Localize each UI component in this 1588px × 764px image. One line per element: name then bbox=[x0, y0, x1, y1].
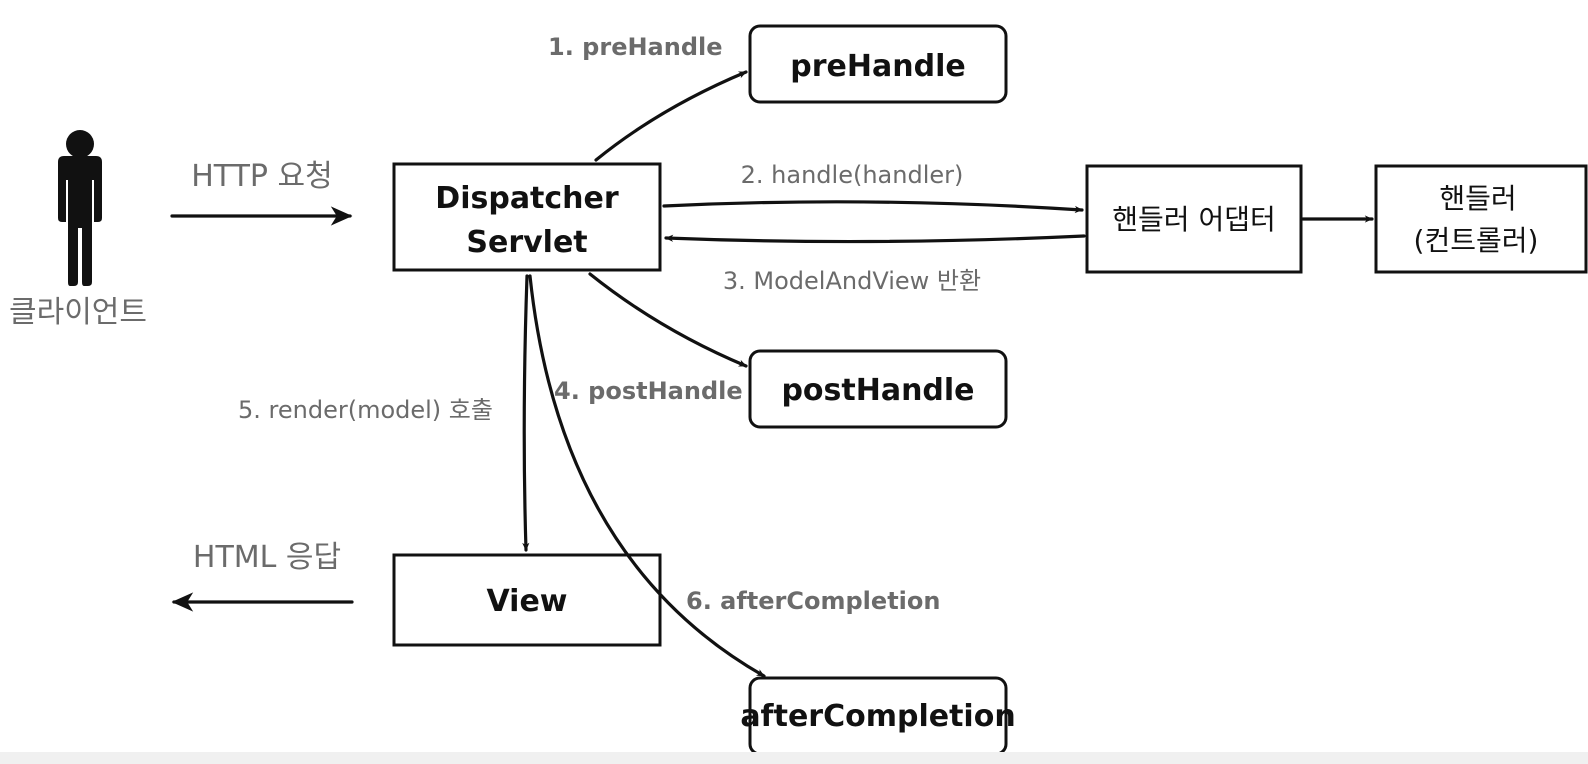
edge-posthandle-label: 4. postHandle bbox=[554, 377, 743, 405]
prehandle-label: preHandle bbox=[790, 49, 965, 84]
edge-prehandle-label: 1. preHandle bbox=[548, 33, 723, 61]
view-node: View bbox=[392, 553, 662, 647]
edge-modelandview-label: 3. ModelAndView 반환 bbox=[723, 267, 981, 295]
edge-render-label: 5. render(model) 호출 bbox=[238, 396, 493, 424]
edge-handle-label: 2. handle(handler) bbox=[741, 161, 964, 189]
aftercompletion-label: afterCompletion bbox=[740, 699, 1015, 734]
edge-render-arrow bbox=[522, 274, 530, 552]
edge-posthandle-arrow bbox=[588, 272, 748, 368]
view-label: View bbox=[486, 584, 567, 619]
response-label: HTML 응답 bbox=[193, 540, 341, 575]
dispatcher-servlet-node: Dispatcher Servlet bbox=[392, 162, 662, 272]
handler-label-line1: 핸들러 bbox=[1439, 182, 1516, 215]
handler-adapter-node: 핸들러 어댑터 bbox=[1085, 164, 1303, 274]
posthandle-label: postHandle bbox=[781, 373, 974, 408]
edge-handle-arrow bbox=[662, 200, 1084, 214]
edge-prehandle-arrow bbox=[594, 70, 748, 162]
client-person-icon bbox=[58, 130, 102, 286]
handler-label-line2: (컨트롤러) bbox=[1414, 224, 1539, 257]
dispatcher-label-line1: Dispatcher bbox=[435, 181, 619, 216]
aftercompletion-node: afterCompletion bbox=[740, 676, 1016, 756]
bottom-strip bbox=[0, 752, 1588, 764]
edge-aftercompletion-label: 6. afterCompletion bbox=[686, 587, 940, 615]
prehandle-node: preHandle bbox=[748, 24, 1008, 104]
edge-modelandview-arrow bbox=[664, 234, 1086, 244]
client-label: 클라이언트 bbox=[9, 295, 147, 330]
handler-adapter-label: 핸들러 어댑터 bbox=[1112, 203, 1275, 236]
request-label: HTTP 요청 bbox=[191, 159, 333, 194]
posthandle-node: postHandle bbox=[748, 349, 1008, 429]
edge-aftercompletion-arrow bbox=[528, 274, 766, 678]
dispatcher-label-line2: Servlet bbox=[466, 225, 587, 260]
handler-node: 핸들러 (컨트롤러) bbox=[1374, 164, 1588, 274]
